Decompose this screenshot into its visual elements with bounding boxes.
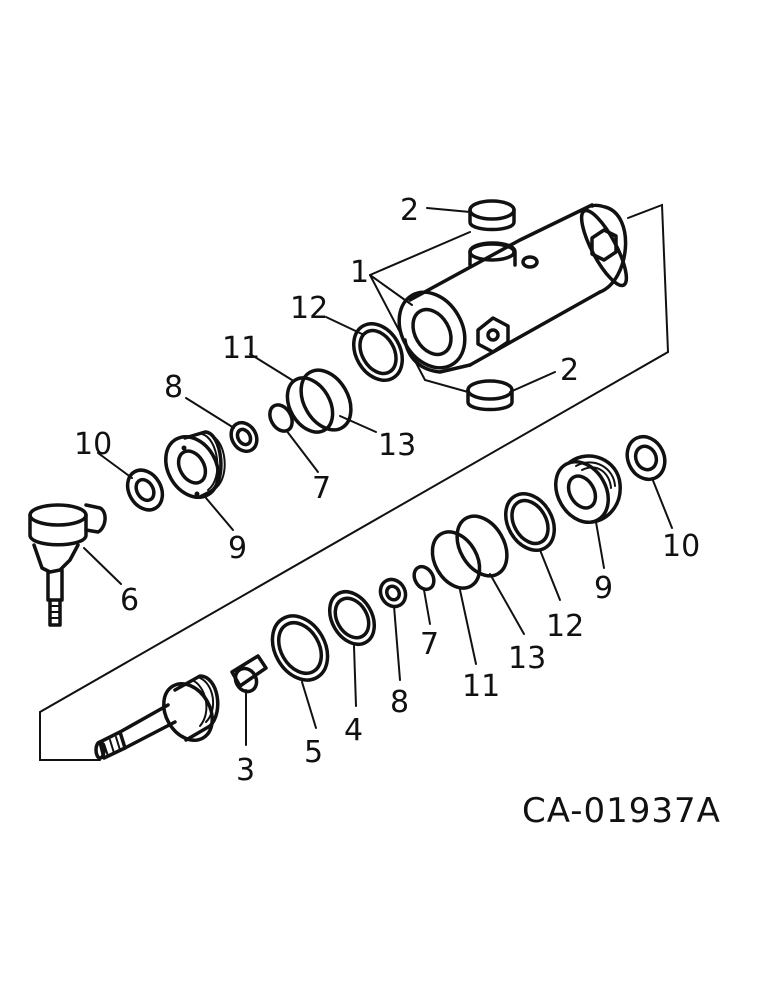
callout-8-upper: 8 bbox=[164, 370, 183, 405]
ring-13-upper bbox=[299, 368, 353, 432]
seal-10-upper bbox=[125, 468, 165, 512]
callout-labels: 1 2 2 12 11 8 10 13 7 9 6 10 9 12 13 11 … bbox=[74, 193, 700, 788]
callout-6: 6 bbox=[120, 583, 139, 618]
callout-7-lower: 7 bbox=[420, 627, 439, 662]
callout-10-upper: 10 bbox=[74, 427, 112, 462]
ring-12-lower bbox=[504, 492, 556, 552]
callout-11-lower: 11 bbox=[462, 669, 500, 704]
ring-4 bbox=[327, 590, 377, 646]
callout-1: 1 bbox=[350, 255, 369, 290]
callout-8-lower: 8 bbox=[390, 685, 409, 720]
callout-12-upper: 12 bbox=[290, 291, 328, 326]
frame-lines bbox=[39, 203, 670, 761]
gland-9-upper bbox=[164, 430, 226, 499]
ring-5 bbox=[270, 614, 330, 682]
ring-13-lower bbox=[455, 514, 509, 578]
ring-11-upper bbox=[285, 376, 335, 434]
callout-5: 5 bbox=[304, 735, 323, 770]
callout-9-upper: 9 bbox=[228, 531, 247, 566]
washer-8-upper bbox=[229, 420, 259, 454]
gland-9-lower bbox=[554, 454, 622, 524]
drawing-code: CA-01937A bbox=[522, 791, 721, 831]
washer-8-lower bbox=[378, 577, 408, 609]
ring-12-upper bbox=[352, 322, 404, 382]
callout-9-lower: 9 bbox=[594, 571, 613, 606]
leader-lines bbox=[83, 207, 673, 746]
cylinder-body bbox=[397, 203, 629, 374]
seal-10-lower bbox=[625, 434, 667, 482]
piston-rod-3 bbox=[94, 654, 268, 760]
callout-2-top: 2 bbox=[400, 193, 419, 228]
callout-13-upper: 13 bbox=[378, 428, 416, 463]
callout-3: 3 bbox=[236, 753, 255, 788]
ring-7-lower bbox=[412, 564, 436, 592]
callout-13-lower: 13 bbox=[508, 641, 546, 676]
callout-10-lower: 10 bbox=[662, 529, 700, 564]
ring-11-lower bbox=[430, 530, 482, 590]
bushing-bottom bbox=[466, 379, 514, 412]
callout-4: 4 bbox=[344, 713, 363, 748]
ball-joint-6 bbox=[28, 503, 107, 627]
ring-7-upper bbox=[268, 403, 294, 433]
callout-7-upper: 7 bbox=[312, 471, 331, 506]
bushing-top bbox=[468, 199, 516, 232]
callout-11-upper: 11 bbox=[222, 331, 260, 366]
callout-2-bottom: 2 bbox=[560, 353, 579, 388]
callout-12-lower: 12 bbox=[546, 609, 584, 644]
